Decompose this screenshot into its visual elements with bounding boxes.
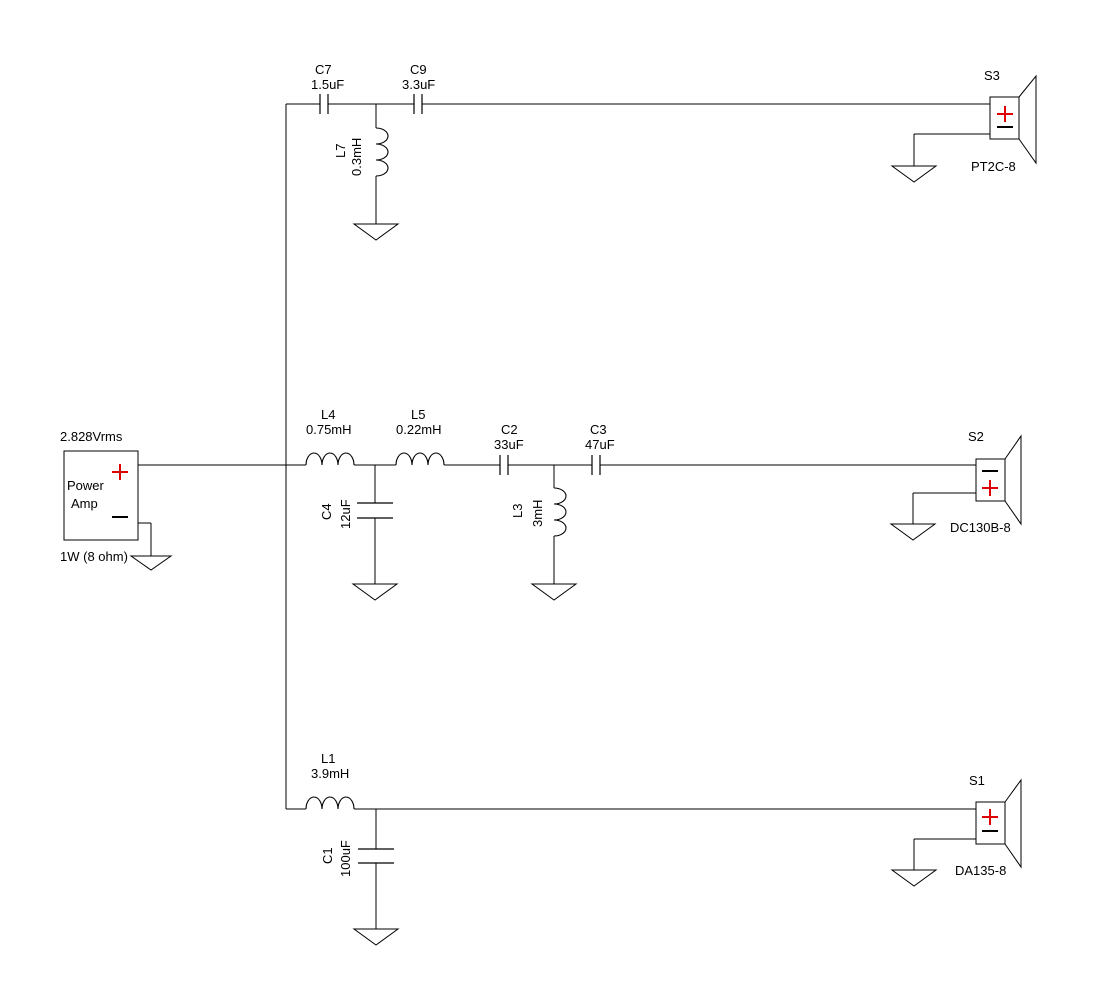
inductor-L1: L1 3.9mH: [305, 751, 355, 810]
l3-ref: L3: [510, 504, 525, 518]
speaker-S2: S2 DC130B-8: [950, 429, 1022, 535]
c1-ref: C1: [320, 847, 335, 864]
l7-value: 0.3mH: [349, 138, 364, 176]
ground-symbol: [351, 583, 399, 601]
s3-ref: S3: [984, 68, 1000, 83]
source-voltage: 2.828Vrms: [60, 429, 123, 444]
power-amp: 2.828Vrms Power Amp 1W (8 ohm): [60, 429, 139, 564]
amp-rating: 1W (8 ohm): [60, 549, 128, 564]
capacitor-C1: C1 100uF: [320, 840, 394, 877]
amp-name-line2: Amp: [71, 496, 98, 511]
c2-value: 33uF: [494, 437, 524, 452]
s1-model: DA135-8: [955, 863, 1006, 878]
wires: [138, 103, 990, 929]
capacitor-C4: C4 12uF: [319, 499, 393, 529]
ground-symbol: [889, 523, 937, 541]
ground-symbols: [129, 165, 938, 946]
ground-symbol: [890, 869, 938, 887]
amp-name-line1: Power: [67, 478, 105, 493]
ground-symbol: [530, 583, 578, 601]
s2-ref: S2: [968, 429, 984, 444]
c9-value: 3.3uF: [402, 77, 435, 92]
s2-model: DC130B-8: [950, 520, 1011, 535]
speaker-S1: S1 DA135-8: [955, 773, 1022, 878]
c2-ref: C2: [501, 422, 518, 437]
inductor-L4: L4 0.75mH: [305, 407, 355, 466]
s1-ref: S1: [969, 773, 985, 788]
l4-ref: L4: [321, 407, 335, 422]
capacitor-C3: C3 47uF: [585, 422, 615, 475]
inductor-L5: L5 0.22mH: [395, 407, 445, 466]
l1-ref: L1: [321, 751, 335, 766]
inductor-L7: L7 0.3mH: [333, 127, 389, 177]
l1-value: 3.9mH: [311, 766, 349, 781]
c4-ref: C4: [319, 503, 334, 520]
speaker-S3: S3 PT2C-8: [971, 68, 1037, 174]
l3-value: 3mH: [530, 500, 545, 527]
c9-ref: C9: [410, 62, 427, 77]
ground-symbol: [352, 223, 400, 241]
capacitor-C7: C7 1.5uF: [311, 62, 344, 114]
ground-symbol: [352, 928, 400, 946]
l4-value: 0.75mH: [306, 422, 352, 437]
l5-ref: L5: [411, 407, 425, 422]
ground-symbol: [129, 555, 173, 571]
c1-value: 100uF: [338, 840, 353, 877]
capacitor-C9: C9 3.3uF: [402, 62, 435, 114]
s3-model: PT2C-8: [971, 159, 1016, 174]
l5-value: 0.22mH: [396, 422, 442, 437]
capacitor-C2: C2 33uF: [494, 422, 524, 475]
ground-symbol: [890, 165, 938, 183]
c7-value: 1.5uF: [311, 77, 344, 92]
l7-ref: L7: [333, 144, 348, 158]
c7-ref: C7: [315, 62, 332, 77]
c3-ref: C3: [590, 422, 607, 437]
c4-value: 12uF: [338, 499, 353, 529]
c3-value: 47uF: [585, 437, 615, 452]
inductor-L3: L3 3mH: [510, 487, 567, 537]
